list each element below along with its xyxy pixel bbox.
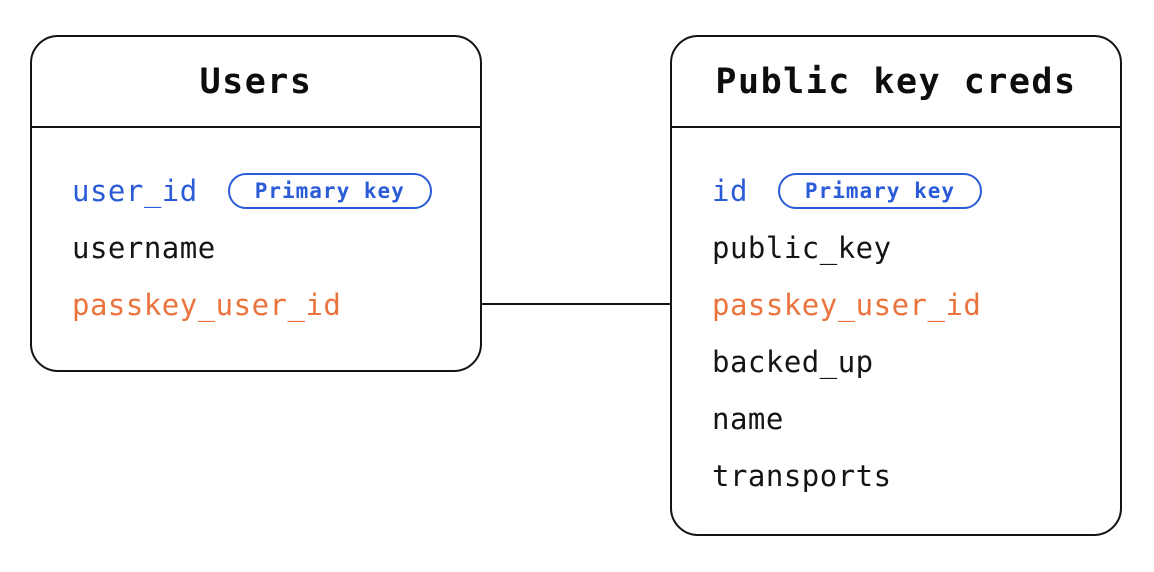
table-card-public-key-creds: Public key creds id Primary key public_key… <box>670 35 1122 536</box>
table-card-users: Users user_id Primary key username passkey_… <box>30 35 482 372</box>
table-header: Public key creds <box>672 37 1120 128</box>
field-name: username <box>72 230 216 265</box>
field-row: passkey_user_id <box>72 276 480 333</box>
field-name: transports <box>712 458 892 493</box>
relationship-line <box>482 303 670 305</box>
field-row: public_key <box>712 219 1120 276</box>
field-name: passkey_user_id <box>712 287 982 322</box>
field-row: name <box>712 390 1120 447</box>
field-row: passkey_user_id <box>712 276 1120 333</box>
field-name: user_id <box>72 173 198 208</box>
field-row: transports <box>712 447 1120 504</box>
field-name: public_key <box>712 230 892 265</box>
field-name: name <box>712 401 784 436</box>
primary-key-badge: Primary key <box>227 172 432 209</box>
field-list: user_id Primary key username passkey_user_i… <box>32 128 480 333</box>
field-row: username <box>72 219 480 276</box>
table-header: Users <box>32 37 480 128</box>
field-name: id <box>712 173 748 208</box>
field-row: user_id Primary key <box>72 162 480 219</box>
field-row: id Primary key <box>712 162 1120 219</box>
table-title: Users <box>199 61 313 102</box>
field-name: backed_up <box>712 344 874 379</box>
field-row: backed_up <box>712 333 1120 390</box>
primary-key-badge: Primary key <box>777 172 982 209</box>
field-name: passkey_user_id <box>72 287 342 322</box>
table-title: Public key creds <box>715 61 1077 102</box>
